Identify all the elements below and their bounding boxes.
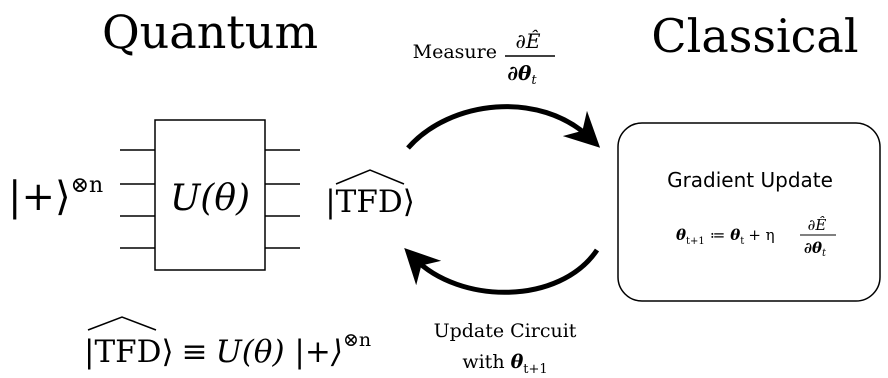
measure-fraction-denominator: ∂θt (507, 61, 537, 88)
update-rule-left: θt+1≔θt+ η (676, 226, 775, 247)
classical-heading: Classical (651, 9, 858, 63)
definition-hat (87, 316, 157, 331)
unitary-gate-box (154, 119, 266, 271)
tfd-definition: |TFD⟩≡U(θ) |+⟩⊗n (84, 316, 371, 370)
quantum-heading: Quantum (102, 5, 318, 59)
measure-fraction-numerator: ∂Ê (516, 29, 541, 53)
update-rule-frac-den: ∂θt (804, 239, 827, 259)
update-rule: θt+1≔θt+ η ∂Ê ∂θt (676, 216, 836, 259)
output-state: |TFD⟩ (325, 169, 415, 220)
definition-text: |TFD⟩≡U(θ) |+⟩⊗n (84, 329, 371, 370)
update-rule-frac-num: ∂Ê (808, 216, 827, 234)
update-label-line1: Update Circuit (434, 320, 577, 342)
measure-label: Measure (413, 41, 497, 63)
measure-fraction: ∂Ê ∂θt (505, 29, 555, 88)
output-state-label: |TFD⟩ (325, 184, 415, 220)
output-state-hat (335, 169, 405, 185)
input-wires (120, 149, 155, 249)
input-state: |+⟩⊗n (8, 173, 103, 220)
gradient-update-title: Gradient Update (667, 168, 833, 192)
gradient-update-box (617, 122, 881, 302)
output-wires (265, 149, 300, 249)
unitary-gate-label: U(θ) (170, 178, 250, 219)
update-arrow (404, 248, 600, 295)
measure-arrow (406, 104, 601, 150)
